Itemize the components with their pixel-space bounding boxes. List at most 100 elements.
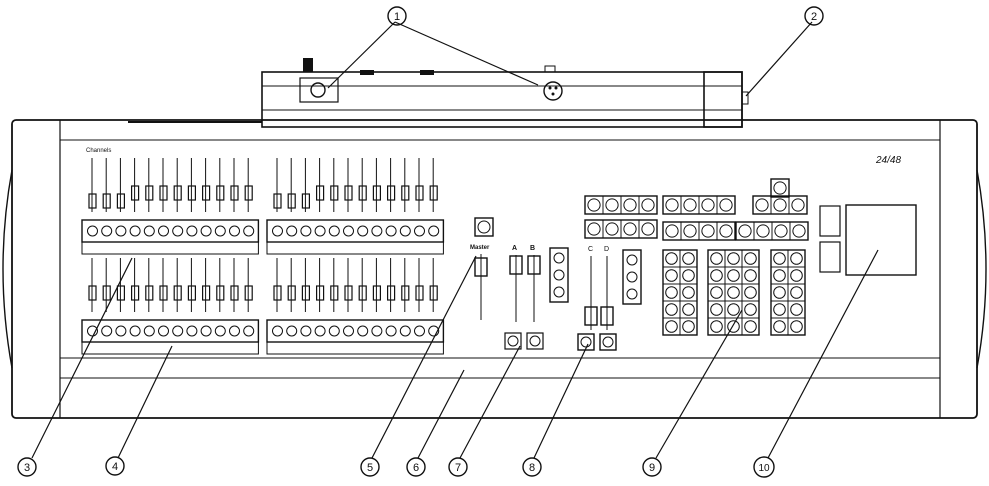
- button-strip[interactable]: [266, 219, 445, 243]
- preset-row-bottom-button[interactable]: [623, 222, 637, 236]
- channel-fader[interactable]: [116, 193, 126, 209]
- channel-fader[interactable]: [287, 193, 296, 209]
- go-button-c[interactable]: [577, 333, 595, 351]
- keypad-numeric-button[interactable]: [744, 286, 757, 299]
- keypad-left-button[interactable]: [665, 269, 678, 282]
- channel-fader[interactable]: [429, 285, 438, 301]
- channel-fader[interactable]: [88, 285, 97, 301]
- function-row-a-button[interactable]: [683, 198, 697, 212]
- keypad-right-button[interactable]: [790, 286, 803, 299]
- keypad-left-button[interactable]: [682, 320, 695, 333]
- keypad-numeric-button[interactable]: [744, 320, 757, 333]
- channel-flash-button[interactable]: [214, 225, 226, 237]
- channel-flash-button[interactable]: [343, 325, 354, 337]
- channel-fader[interactable]: [344, 185, 353, 201]
- function-row-d-button[interactable]: [773, 198, 787, 212]
- function-row-b-button[interactable]: [683, 224, 697, 238]
- channel-fader[interactable]: [273, 285, 282, 301]
- channel-flash-button[interactable]: [115, 225, 127, 237]
- channel-fader[interactable]: [401, 185, 410, 201]
- channel-flash-button[interactable]: [328, 225, 340, 237]
- channel-fader[interactable]: [372, 185, 381, 201]
- keypad-numeric-button[interactable]: [710, 252, 723, 265]
- channel-fader[interactable]: [301, 193, 310, 209]
- channel-flash-button[interactable]: [272, 225, 283, 237]
- channel-flash-button[interactable]: [243, 225, 255, 237]
- function-row-a-button[interactable]: [701, 198, 715, 212]
- channel-fader[interactable]: [316, 285, 325, 301]
- channel-fader[interactable]: [216, 185, 225, 201]
- function-row-a-button[interactable]: [665, 198, 679, 212]
- channel-fader[interactable]: [173, 185, 182, 201]
- blackout-button[interactable]: [474, 217, 494, 237]
- channel-flash-button[interactable]: [158, 325, 169, 337]
- channel-flash-button[interactable]: [186, 225, 198, 237]
- channel-fader[interactable]: [301, 285, 310, 301]
- keypad-numeric-button[interactable]: [727, 320, 740, 333]
- function-row-b-button[interactable]: [701, 224, 715, 238]
- channel-flash-button[interactable]: [399, 225, 411, 237]
- keypad-numeric-button[interactable]: [727, 303, 740, 316]
- channel-flash-button[interactable]: [143, 325, 155, 337]
- channel-flash-button[interactable]: [286, 225, 298, 237]
- crossfader-a[interactable]: [509, 255, 523, 275]
- channel-fader[interactable]: [330, 185, 339, 201]
- function-row-d-button[interactable]: [791, 198, 805, 212]
- preset-row-top-button[interactable]: [623, 198, 637, 212]
- channel-flash-button[interactable]: [101, 225, 113, 237]
- keypad-numeric-button[interactable]: [710, 303, 723, 316]
- keypad-right-button[interactable]: [790, 320, 803, 333]
- crossfader-d[interactable]: [600, 306, 614, 326]
- go-button-d[interactable]: [599, 333, 617, 351]
- channel-fader[interactable]: [273, 193, 282, 209]
- function-row-c-button[interactable]: [792, 224, 806, 238]
- channel-flash-button[interactable]: [186, 325, 198, 337]
- preset-row-bottom-button[interactable]: [605, 222, 619, 236]
- keypad-right-button[interactable]: [773, 320, 786, 333]
- channel-fader[interactable]: [145, 185, 154, 201]
- keypad-numeric-button[interactable]: [727, 252, 740, 265]
- channel-flash-button[interactable]: [357, 225, 369, 237]
- channel-fader[interactable]: [387, 185, 396, 201]
- keypad-left-button[interactable]: [665, 320, 678, 333]
- channel-fader[interactable]: [387, 285, 396, 301]
- function-row-a-button[interactable]: [719, 198, 733, 212]
- keypad-numeric-button[interactable]: [710, 286, 723, 299]
- channel-flash-button[interactable]: [414, 325, 425, 337]
- channel-fader[interactable]: [102, 285, 111, 301]
- keypad-left-button[interactable]: [665, 303, 678, 316]
- function-row-d-button[interactable]: [755, 198, 769, 212]
- channel-fader[interactable]: [173, 285, 182, 301]
- channel-fader[interactable]: [415, 285, 424, 301]
- channel-fader[interactable]: [358, 185, 367, 201]
- channel-fader[interactable]: [244, 285, 253, 301]
- channel-fader[interactable]: [216, 285, 225, 301]
- keypad-numeric-button[interactable]: [710, 269, 723, 282]
- channel-flash-button[interactable]: [129, 225, 141, 237]
- channel-flash-button[interactable]: [272, 325, 283, 337]
- channel-flash-button[interactable]: [343, 225, 354, 237]
- channel-fader[interactable]: [145, 285, 154, 301]
- preset-row-top-button[interactable]: [605, 198, 619, 212]
- keypad-numeric-button[interactable]: [710, 320, 723, 333]
- go-button-b[interactable]: [526, 332, 544, 350]
- channel-flash-button[interactable]: [371, 225, 383, 237]
- function-row-c-button[interactable]: [738, 224, 752, 238]
- channel-fader[interactable]: [131, 185, 140, 201]
- channel-flash-button[interactable]: [357, 325, 369, 337]
- keypad-left-button[interactable]: [682, 303, 695, 316]
- keypad-left-button[interactable]: [665, 286, 678, 299]
- function-row-b-button[interactable]: [665, 224, 679, 238]
- function-row-c-button[interactable]: [774, 224, 788, 238]
- channel-fader[interactable]: [287, 285, 296, 301]
- channel-flash-button[interactable]: [200, 325, 212, 337]
- channel-fader[interactable]: [230, 285, 239, 301]
- keypad-right-button[interactable]: [773, 303, 786, 316]
- channel-flash-button[interactable]: [428, 325, 440, 337]
- preset-row-top-button[interactable]: [587, 198, 601, 212]
- channel-flash-button[interactable]: [243, 325, 255, 337]
- channel-fader[interactable]: [187, 185, 196, 201]
- keypad-left-button[interactable]: [682, 252, 695, 265]
- keypad-right-button[interactable]: [790, 303, 803, 316]
- function-row-c-button[interactable]: [756, 224, 770, 238]
